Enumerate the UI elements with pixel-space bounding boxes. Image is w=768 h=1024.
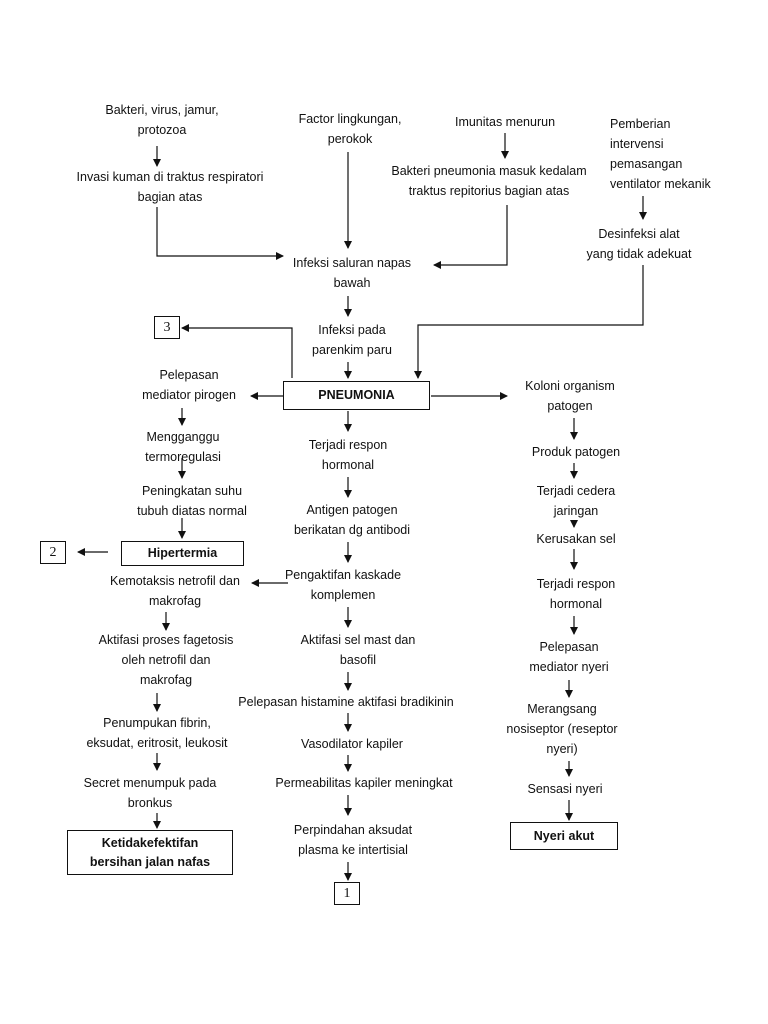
bakteri-pneumonia-masuk: Bakteri pneumonia masuk kedalam traktus … [391, 164, 587, 198]
infeksi-parenkim: Infeksi pada parenkim paru [312, 323, 392, 357]
arrow-bakteri-infeksi [433, 205, 508, 269]
center-step-1: Terjadi respon hormonal [308, 438, 388, 472]
arrow-invasi-infeksi [156, 207, 284, 260]
center-step-7: Permeabilitas kapiler meningkat [275, 776, 453, 790]
cause-ventilator: Pemberian intervensi pemasangan ventilat… [610, 117, 711, 191]
desinfeksi-alat: Desinfeksi alat yang tidak adekuat [586, 227, 692, 261]
pneumonia-box: PNEUMONIA [283, 381, 430, 410]
left-step-8: Secret menumpuk pada bronkus [83, 776, 217, 810]
cause-bakteri: Bakteri, virus, jamur, protozoa [105, 103, 219, 137]
left-step-6: Aktifasi proses fagetosis oleh netrofil … [98, 633, 234, 687]
nyeri-akut-box: Nyeri akut [510, 822, 618, 850]
marker-3: 3 [154, 316, 180, 339]
center-step-6: Vasodilator kapiler [301, 737, 403, 751]
cause-imunitas: Imunitas menurun [454, 115, 556, 129]
center-step-5: Pelepasan histamine aktifasi bradikinin [238, 695, 454, 709]
right-step-4: Kerusakan sel [536, 532, 616, 546]
center-step-8: Perpindahan aksudat plasma ke intertisia… [293, 823, 413, 857]
left-step-7: Penumpukan fibrin, eksudat, eritrosit, l… [86, 716, 228, 750]
left-step-2: Mengganggu termoregulasi [145, 430, 221, 464]
left-step-3: Peningkatan suhu tubuh diatas normal [137, 484, 247, 518]
center-step-2: Antigen patogen berikatan dg antibodi [293, 503, 411, 537]
right-step-3: Terjadi cedera jaringan [536, 484, 616, 518]
invasi-kuman: Invasi kuman di traktus respiratori bagi… [76, 170, 264, 204]
infeksi-saluran-napas: Infeksi saluran napas bawah [292, 256, 412, 290]
ketidakefektifan-box: Ketidakefektifan bersihan jalan nafas [67, 830, 233, 875]
right-step-1: Koloni organism patogen [525, 379, 615, 413]
marker-1: 1 [334, 882, 360, 905]
left-step-1: Pelepasan mediator pirogen [142, 368, 236, 402]
right-step-8: Sensasi nyeri [527, 782, 603, 796]
center-step-3: Pengaktifan kaskade komplemen [284, 568, 402, 602]
cause-factor-lingkungan: Factor lingkungan, perokok [298, 112, 402, 146]
right-step-7: Merangsang nosiseptor (reseptor nyeri) [506, 702, 618, 756]
left-step-5: Kemotaksis netrofil dan makrofag [110, 574, 240, 608]
hipertermia-box: Hipertermia [121, 541, 244, 566]
arrow-to-marker-3 [181, 324, 293, 378]
right-step-2: Produk patogen [531, 445, 621, 459]
right-step-5: Terjadi respon hormonal [536, 577, 616, 611]
center-step-4: Aktifasi sel mast dan basofil [300, 633, 416, 667]
arrow-desinfeksi-pneumonia [414, 265, 644, 379]
right-step-6: Pelepasan mediator nyeri [529, 640, 609, 674]
marker-2: 2 [40, 541, 66, 564]
